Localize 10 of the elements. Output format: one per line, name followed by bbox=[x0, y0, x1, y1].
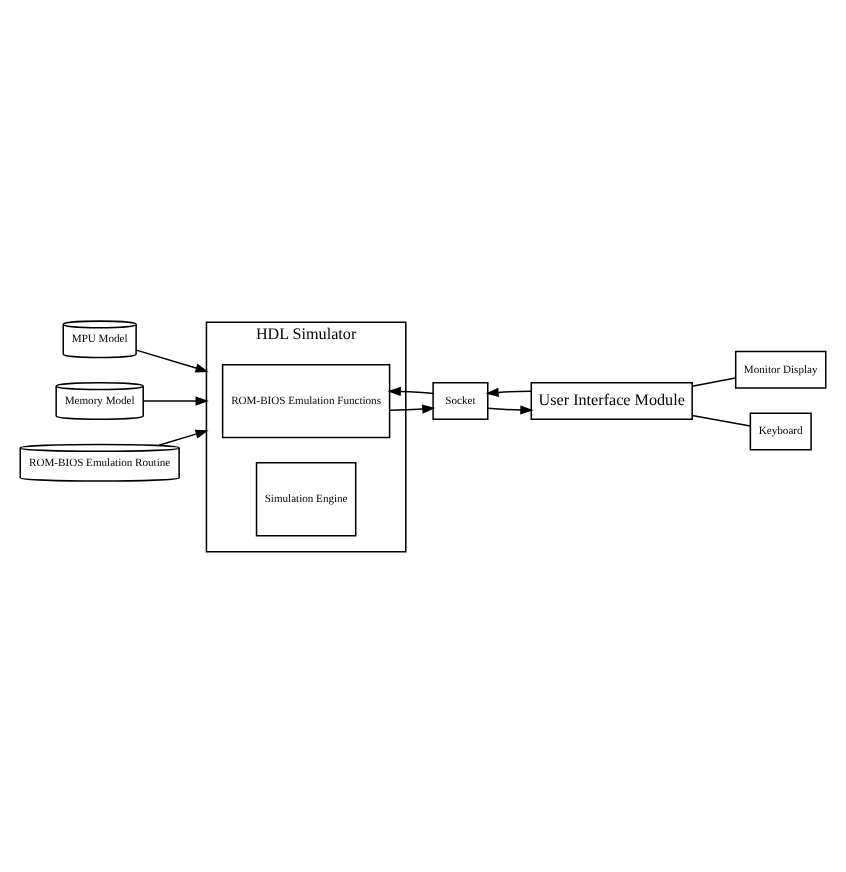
arrow bbox=[487, 404, 534, 414]
arrow bbox=[158, 428, 209, 445]
connector bbox=[691, 413, 751, 426]
node-box: User Interface Module bbox=[530, 381, 693, 420]
arrow bbox=[387, 385, 434, 396]
arrow bbox=[135, 348, 209, 372]
arrow bbox=[389, 403, 436, 413]
connector bbox=[691, 376, 737, 386]
arrow bbox=[485, 386, 532, 396]
arrow bbox=[142, 395, 209, 405]
